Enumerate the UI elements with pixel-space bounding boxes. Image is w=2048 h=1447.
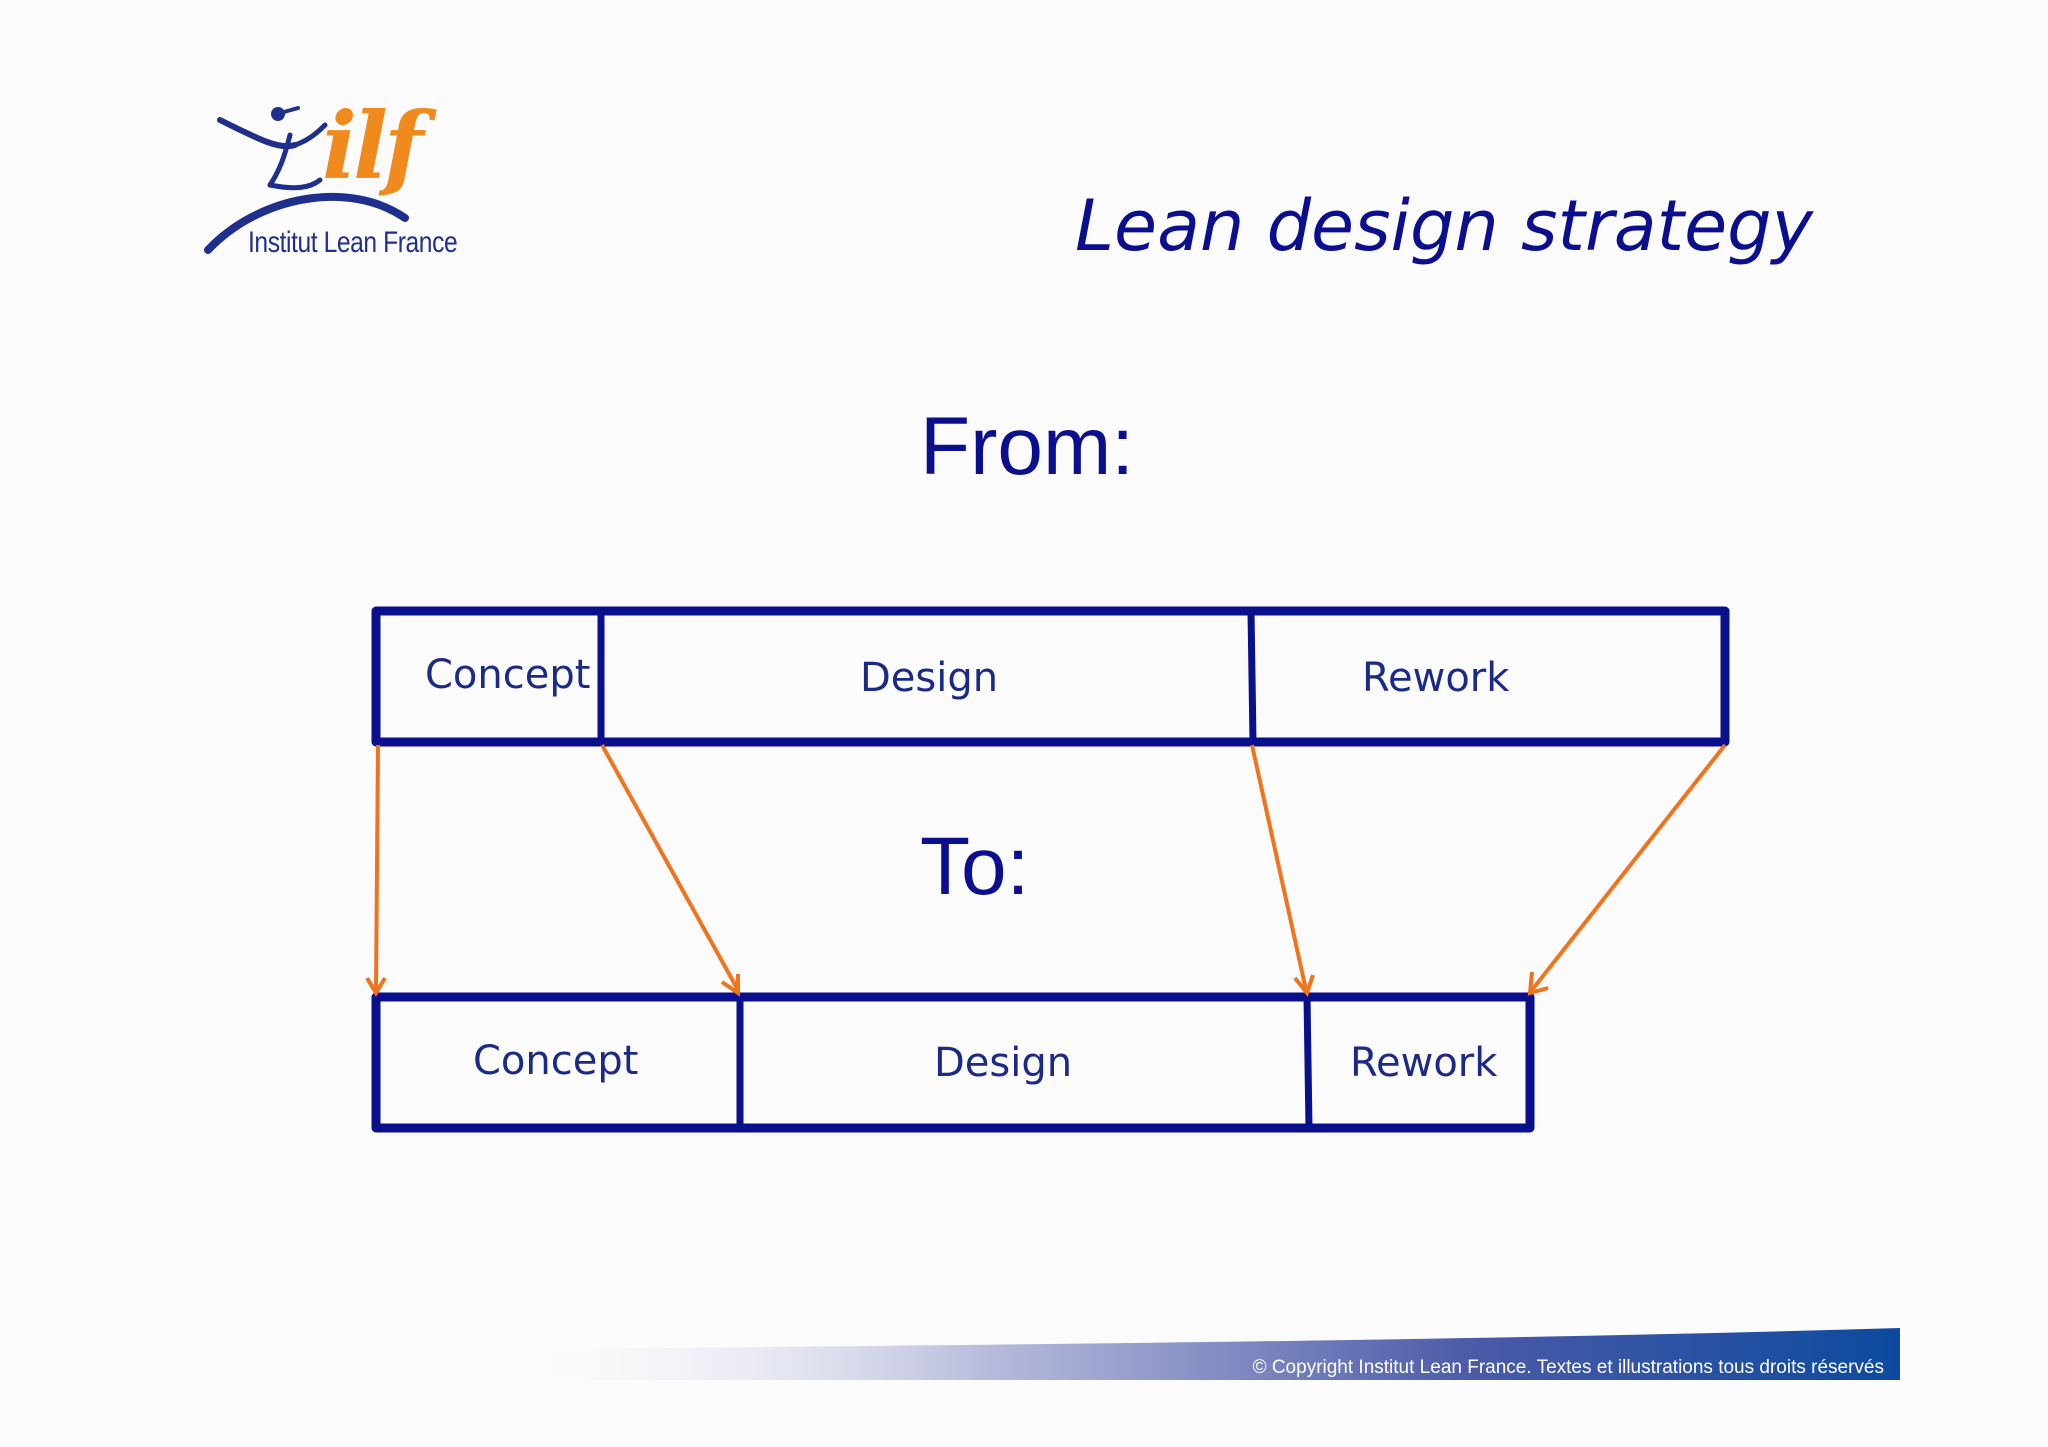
arrow-concept-start — [374, 744, 380, 991]
arrow-concept-start-head — [365, 976, 387, 997]
arrow-design-end-head — [1293, 974, 1315, 998]
from-bar — [371, 606, 1730, 747]
ilf-logo — [204, 106, 409, 254]
from-segment-design: Design — [860, 655, 999, 701]
arrow-design-end — [1250, 744, 1308, 991]
copyright-notice: © Copyright Institut Lean France. Textes… — [1252, 1357, 1884, 1378]
to-heading: To: — [920, 821, 1030, 912]
from-heading: From: — [920, 401, 1135, 492]
arrow-rework-end — [1530, 743, 1727, 992]
arrow-concept-end-head — [720, 974, 740, 997]
from-bar-divider-2 — [1247, 610, 1257, 743]
arrow-concept-end — [600, 744, 740, 991]
logo-monogram: ilf — [322, 92, 424, 200]
to-segment-rework: Rework — [1350, 1040, 1498, 1086]
to-segment-design: Design — [934, 1040, 1073, 1086]
logo-name: Institut Lean France — [248, 226, 458, 259]
to-bar-divider-2 — [1303, 996, 1313, 1129]
from-segment-concept: Concept — [425, 652, 591, 698]
to-segment-concept: Concept — [473, 1038, 639, 1084]
from-segment-rework: Rework — [1362, 655, 1510, 701]
footer-band — [490, 1328, 1900, 1380]
to-bar — [371, 992, 1535, 1133]
slide-title: Lean design strategy — [1075, 185, 1814, 267]
arrow-rework-end-head — [1527, 971, 1549, 996]
